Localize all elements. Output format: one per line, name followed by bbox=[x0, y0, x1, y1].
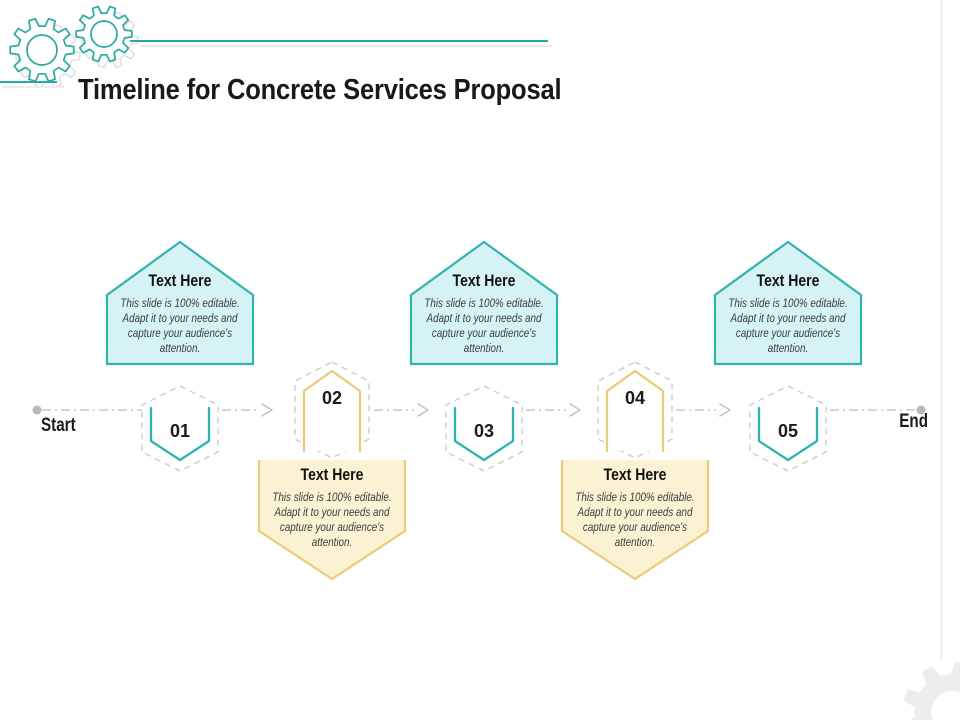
timeline-end-label: End bbox=[899, 411, 928, 432]
gears-icon bbox=[9, 5, 139, 89]
milestone-03-marker bbox=[453, 406, 515, 462]
callout-04-shape bbox=[560, 460, 710, 581]
milestone-markers bbox=[141, 361, 827, 472]
callout-body: This slide is 100% editable. Adapt it to… bbox=[424, 296, 544, 355]
callout-title: Text Here bbox=[603, 466, 667, 484]
milestone-03-dashed-outline bbox=[445, 385, 523, 472]
milestone-01-number: 01 bbox=[169, 421, 191, 441]
milestone-05-number: 05 bbox=[777, 421, 799, 441]
callout-title: Text Here bbox=[300, 466, 364, 484]
arrow-right-icon bbox=[261, 403, 273, 417]
start-dot bbox=[32, 405, 42, 415]
callout-body: This slide is 100% editable. Adapt it to… bbox=[728, 296, 848, 355]
milestone-05-marker bbox=[757, 406, 819, 462]
callout-03-shape bbox=[409, 240, 559, 366]
arrow-right-icon bbox=[417, 403, 429, 417]
callout-01-shape bbox=[105, 240, 255, 366]
callout-05-shape bbox=[713, 240, 863, 366]
right-edge-decor bbox=[903, 0, 960, 720]
milestone-04-number: 04 bbox=[624, 388, 646, 408]
callout-02-shape bbox=[257, 460, 407, 581]
milestone-03-callout: Text Here This slide is 100% editable. A… bbox=[409, 272, 559, 356]
milestone-01-dashed-outline bbox=[141, 385, 219, 472]
milestone-05-dashed-outline bbox=[749, 385, 827, 472]
milestone-02-marker bbox=[302, 369, 362, 453]
header-rule bbox=[0, 40, 552, 88]
callout-title: Text Here bbox=[452, 272, 516, 290]
callout-title: Text Here bbox=[756, 272, 820, 290]
end-dot bbox=[916, 405, 926, 415]
milestone-01-marker bbox=[149, 406, 211, 462]
milestone-03-number: 03 bbox=[473, 421, 495, 441]
callout-body: This slide is 100% editable. Adapt it to… bbox=[575, 490, 695, 549]
arrow-right-icon bbox=[719, 403, 731, 417]
slide-title: Timeline for Concrete Services Proposal bbox=[78, 74, 562, 106]
gear-icon bbox=[903, 662, 960, 720]
milestone-01-callout: Text Here This slide is 100% editable. A… bbox=[105, 272, 255, 356]
callout-title: Text Here bbox=[148, 272, 212, 290]
milestone-05-callout: Text Here This slide is 100% editable. A… bbox=[713, 272, 863, 356]
milestone-02-number: 02 bbox=[321, 388, 343, 408]
milestone-04-callout: Text Here This slide is 100% editable. A… bbox=[560, 466, 710, 550]
callout-shapes bbox=[105, 240, 863, 581]
callout-body: This slide is 100% editable. Adapt it to… bbox=[120, 296, 240, 355]
timeline-start-label: Start bbox=[41, 415, 76, 436]
milestone-04-marker bbox=[605, 369, 665, 453]
callout-body: This slide is 100% editable. Adapt it to… bbox=[272, 490, 392, 549]
milestone-02-callout: Text Here This slide is 100% editable. A… bbox=[257, 466, 407, 550]
timeline-track bbox=[32, 403, 926, 417]
arrow-right-icon bbox=[569, 403, 581, 417]
